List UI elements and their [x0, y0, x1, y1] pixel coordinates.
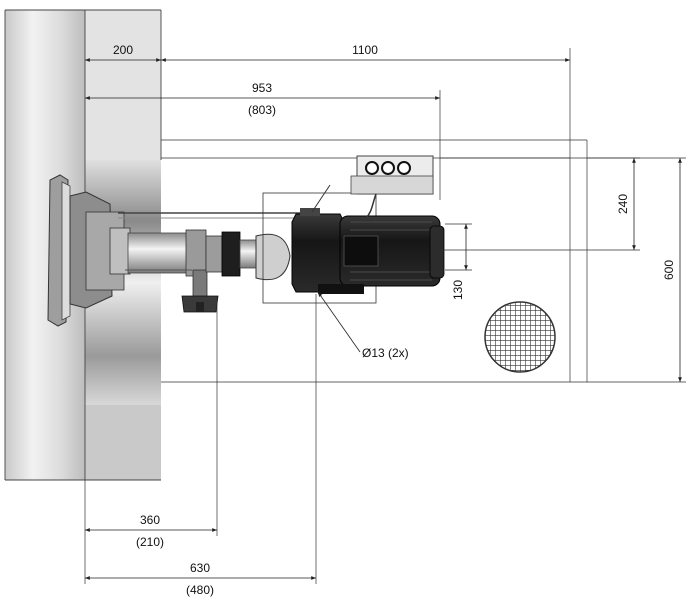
coupling [205, 231, 291, 281]
valve [181, 269, 219, 313]
dim-953-alt: (803) [248, 103, 276, 117]
gland-icon [381, 161, 395, 175]
dim-953: 953 [252, 81, 272, 95]
control-box [311, 155, 434, 219]
dim-630-alt: (480) [186, 583, 214, 597]
dim-200: 200 [113, 43, 133, 57]
vent-grille [484, 301, 556, 373]
hole-note: Ø13 (2x) [362, 346, 409, 360]
dim-240: 240 [616, 194, 630, 214]
wall-fitting [47, 174, 131, 327]
dimension-lines [84, 48, 686, 584]
dim-630: 630 [190, 561, 210, 575]
gland-icon [397, 161, 411, 175]
suction-pipe [118, 212, 300, 277]
dim-360: 360 [140, 513, 160, 527]
dim-600: 600 [662, 260, 676, 280]
gland-icon [365, 161, 379, 175]
pump-motor [291, 208, 445, 294]
dim-360-alt: (210) [136, 535, 164, 549]
dim-1100: 1100 [352, 43, 378, 57]
dim-130: 130 [451, 280, 465, 300]
